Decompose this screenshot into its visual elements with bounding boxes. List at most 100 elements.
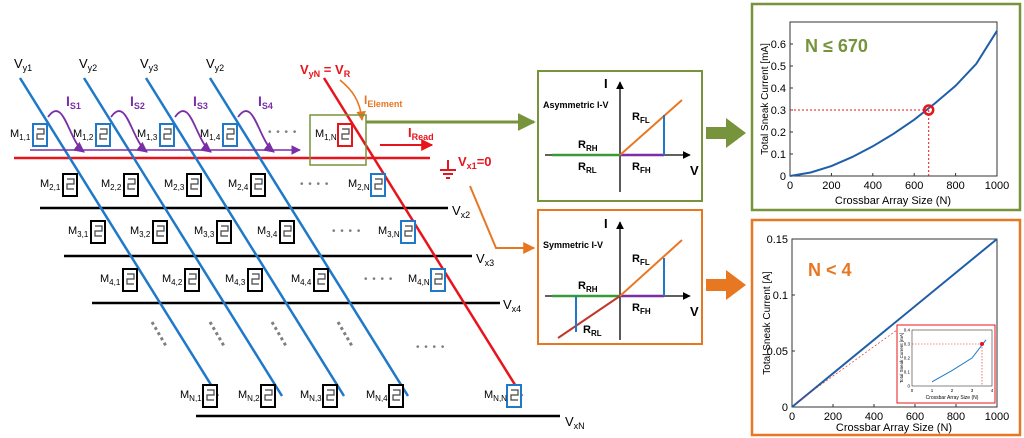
chart2-ytick-label-2: 0.1 <box>773 290 788 302</box>
sym-rfh: RFH <box>632 302 651 316</box>
inset-chart: Crossbar Array Size (N) Total Sneak Curr… <box>896 324 996 404</box>
chart1-xtick-label-5: 1000 <box>985 180 1009 192</box>
chart2-xtick-label-1: 200 <box>824 411 842 423</box>
chart2-ytick-label-0: 0 <box>782 402 788 414</box>
memristor-cell-2-1: M2,1 <box>40 173 78 197</box>
svg-text:MN,N: MN,N <box>484 389 507 403</box>
ellipsis-diag-2 <box>208 321 226 347</box>
chart2-ylabel: Total Sneak Current [A] <box>762 271 773 375</box>
is1-label: IS1 <box>66 93 81 111</box>
inset-marker-point <box>980 342 984 346</box>
memristor-cell-2-3: M2,3 <box>164 173 202 197</box>
svg-text:M1,4: M1,4 <box>200 128 221 142</box>
memristor-cell-1-4: M1,4 <box>200 123 238 147</box>
chart2-xtick-label-0: 0 <box>789 411 795 423</box>
inset-xtick-label-2: 2 <box>951 388 954 393</box>
orange-block-arrow-icon <box>706 270 746 300</box>
svg-text:M3,2: M3,2 <box>130 225 151 239</box>
sym-v-axis: V <box>690 304 699 319</box>
vy3-label: Vy3 <box>140 56 158 73</box>
svg-text:M3,3: M3,3 <box>194 225 215 239</box>
column-line-3 <box>144 77 346 397</box>
inset-xlabel: Crossbar Array Size (N) <box>926 395 979 401</box>
svg-text:M3,N: M3,N <box>378 225 400 239</box>
chart1-ytick-label-3: 0.3 <box>771 105 786 117</box>
memristor-cell-4-4: M4,4 <box>291 268 329 292</box>
ground-icon <box>440 160 456 179</box>
svg-text:M4,1: M4,1 <box>100 273 121 287</box>
svg-text:M2,3: M2,3 <box>164 178 185 192</box>
memristor-cell-1-2: M1,2 <box>73 123 111 147</box>
memristor-cell-N-3: MN,3 <box>300 384 338 408</box>
memristor-cell-3-2: M3,2 <box>130 220 168 244</box>
chart1-xlabel: Crossbar Array Size (N) <box>835 195 951 207</box>
chart1-xtick-label-4: 800 <box>946 180 964 192</box>
vx1-label: Vx1=0 <box>458 154 492 171</box>
sym-i-axis: I <box>604 216 608 231</box>
sneak-path-2 <box>110 110 148 153</box>
svg-text:M4,2: M4,2 <box>162 273 183 287</box>
chart2-series-line <box>791 238 998 408</box>
memristor-cell-4-N: M4,N <box>408 268 446 292</box>
memristor-cell-N-N: MN,N <box>484 384 522 408</box>
vx2-label: Vx2 <box>452 203 470 220</box>
green-block-arrow-icon <box>706 118 746 148</box>
asym-rrh: RRH <box>578 139 598 153</box>
svg-text:M2,2: M2,2 <box>101 178 122 192</box>
asym-i-axis: I <box>604 76 608 91</box>
chart1-ytick-label-5: 0.5 <box>771 61 786 73</box>
sneak-path-4 <box>237 110 275 153</box>
ellipsis-diag-3 <box>270 321 288 347</box>
chart1-ytick-label-0: 0 <box>780 171 786 183</box>
column-line-1 <box>18 77 220 397</box>
sym-title: Symmetric I-V <box>543 240 603 250</box>
svg-text:MN,3: MN,3 <box>300 389 322 403</box>
chart2-ytick-label-3: 0.15 <box>767 234 788 246</box>
sym-rfl: RFL <box>632 253 650 267</box>
memristor-cell-4-1: M4,1 <box>100 268 138 292</box>
memristor-cell-3-1: M3,1 <box>68 220 106 244</box>
is3-label: IS3 <box>193 93 208 111</box>
i-element-label: IElement <box>364 93 402 109</box>
vxN-label: VxN <box>565 414 585 431</box>
svg-text:MN,1: MN,1 <box>180 389 202 403</box>
inset-ytick-label-3: 0.3 <box>904 342 911 347</box>
inset-series-line <box>931 339 987 383</box>
ellipsis-1: • • • • <box>268 127 297 138</box>
inset-xtick-label-3: 3 <box>971 388 974 393</box>
chart1-marker-point <box>922 104 935 116</box>
symmetric-iv-panel: Symmetric I-V I V RRH RRL RFL RFH <box>537 209 703 345</box>
chart2-xtick-label-5: 1000 <box>985 411 1009 423</box>
memristor-cell-4-2: M4,2 <box>162 268 200 292</box>
chart1-xtick-label-1: 200 <box>822 180 840 192</box>
column-line-5 <box>322 77 524 397</box>
ellipsis-3: • • • • <box>332 226 361 237</box>
svg-text:M4,N: M4,N <box>408 273 430 287</box>
inset-xtick-label-0: 0 <box>911 388 914 393</box>
chart2-xtick-label-3: 600 <box>906 411 924 423</box>
svg-text:M3,1: M3,1 <box>68 225 89 239</box>
vx4-label: Vx4 <box>503 297 521 314</box>
svg-text:M4,3: M4,3 <box>225 273 246 287</box>
sym-rrh: RRH <box>578 280 598 294</box>
asym-v-axis: V <box>690 163 699 178</box>
vyN-label: VyN = VR <box>300 62 351 79</box>
inset-ylabel: Total Sneak Current [mA] <box>899 333 904 383</box>
memristor-cell-3-N: M3,N <box>378 220 416 244</box>
memristor-cell-1-1: M1,1 <box>10 123 48 147</box>
memristor-cell-2-N: M2,N <box>348 173 386 197</box>
vy2-label: Vy2 <box>79 56 97 73</box>
memristor-cell-3-3: M3,3 <box>194 220 232 244</box>
memristor-cell-2-2: M2,2 <box>101 173 139 197</box>
sneak-path-3 <box>174 110 212 153</box>
svg-text:M1,N: M1,N <box>315 128 337 142</box>
svg-text:M1,2: M1,2 <box>73 128 94 142</box>
asym-rfl: RFL <box>632 111 650 125</box>
chart1-xtick-label-0: 0 <box>787 180 793 192</box>
memristor-cell-2-4: M2,4 <box>228 173 266 197</box>
chart2-xtick-label-2: 400 <box>865 411 883 423</box>
asym-rrl: RRL <box>578 161 597 175</box>
inset-zoom-line <box>796 329 898 403</box>
svg-text:M2,1: M2,1 <box>40 178 61 192</box>
